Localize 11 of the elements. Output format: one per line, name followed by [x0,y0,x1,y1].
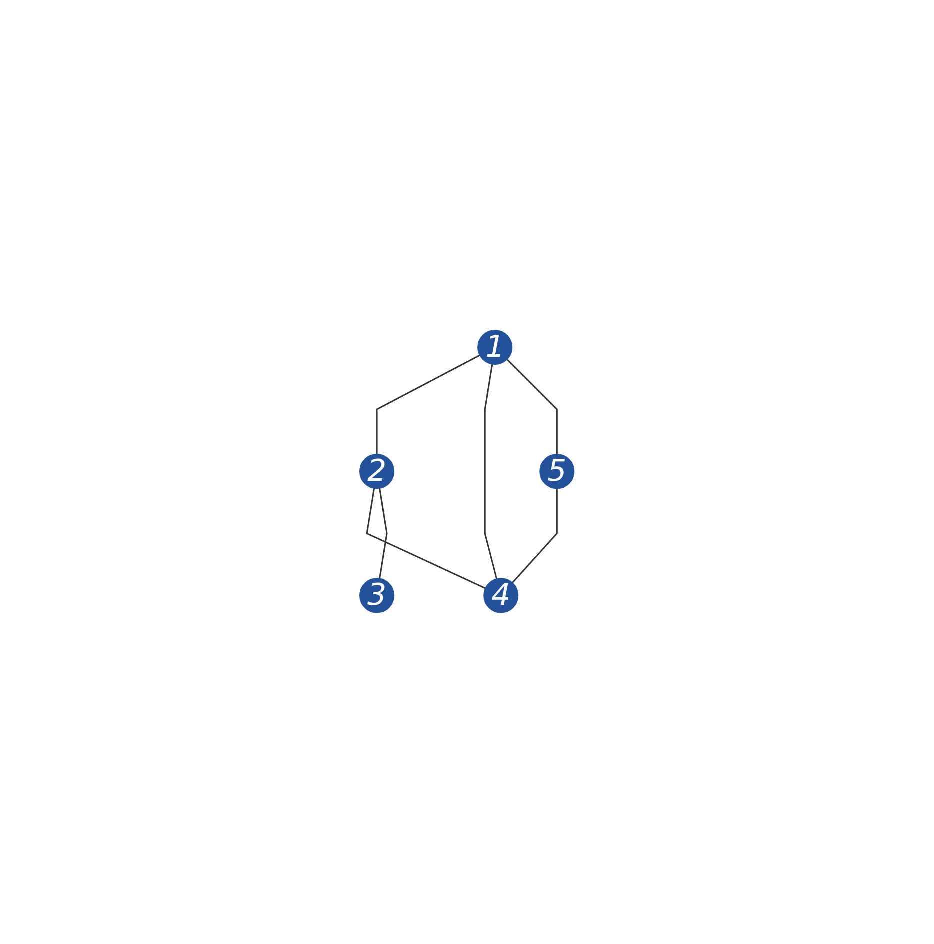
connector [512,489,558,584]
node-circle: 4 [483,578,519,614]
connector [506,359,558,455]
node-circle: 3 [359,578,394,614]
connector [376,355,480,455]
connector [366,488,486,590]
connector [378,488,388,580]
node-circle: 2 [359,454,394,490]
node-circle: 1 [477,330,513,366]
connector [484,364,498,580]
node-circle: 5 [540,454,575,490]
